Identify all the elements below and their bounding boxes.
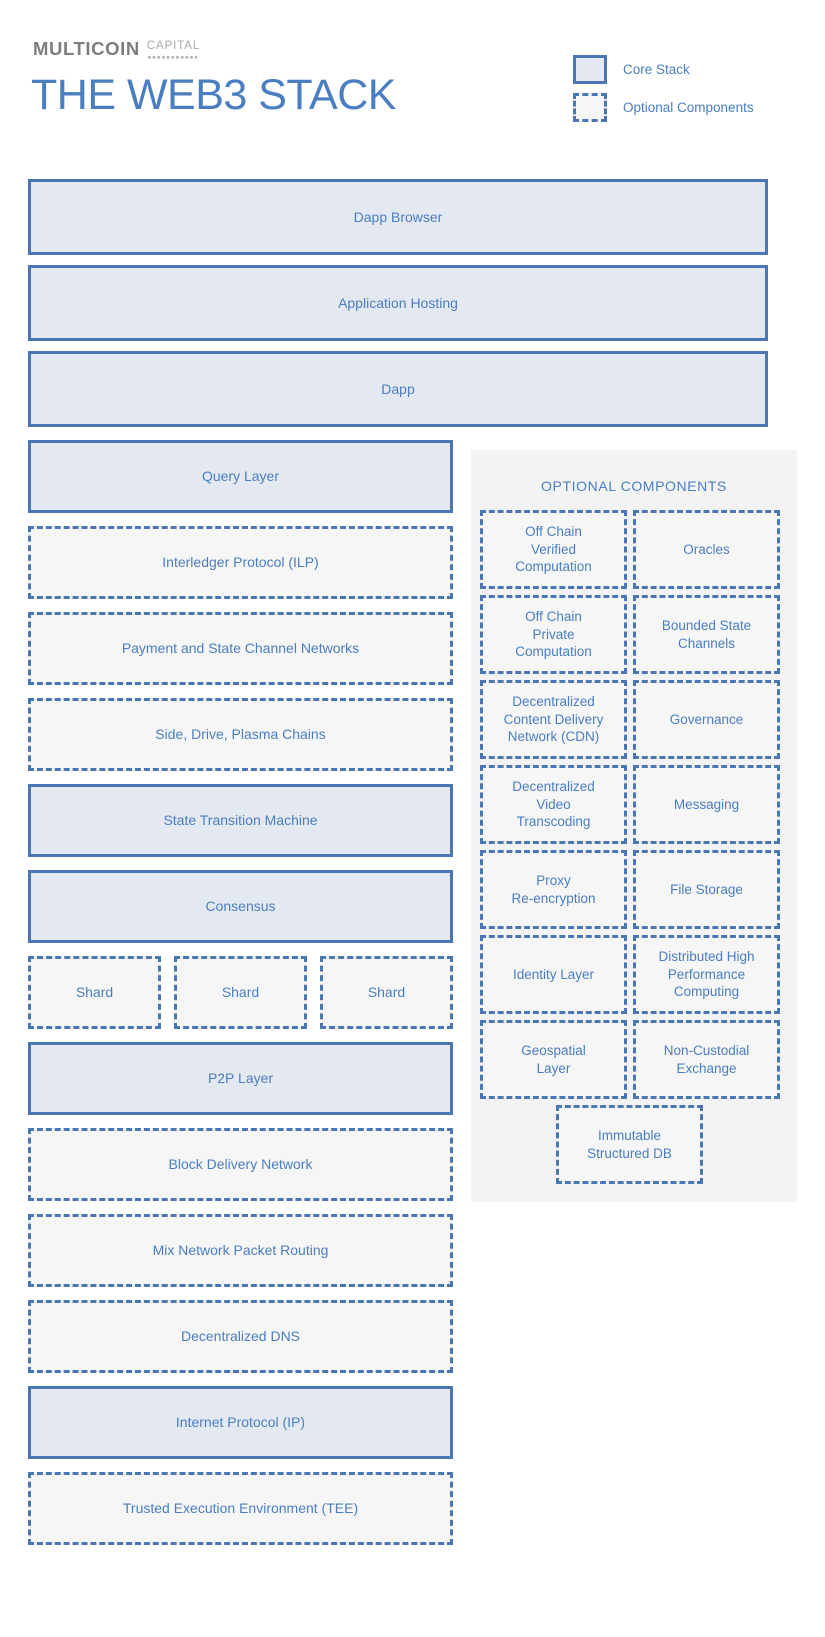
box-label: Shard [221,984,260,1001]
brand-name-main: MULTICOIN [33,38,140,59]
stack-box-block-delivery-network[interactable]: Block Delivery Network [28,1128,453,1201]
box-label: Mix Network Packet Routing [152,1242,329,1259]
stack-box-dapp-browser[interactable]: Dapp Browser [28,179,768,255]
stack-box-side-drive-plasma-chains[interactable]: Side, Drive, Plasma Chains [28,698,453,771]
box-label: Messaging [673,796,740,812]
box-label: Immutable Structured DB [587,1127,672,1161]
box-label: Decentralized Video Transcoding [512,778,595,830]
box-label: Consensus [205,898,276,915]
legend-label: Optional Components [623,99,754,115]
box-label: Payment and State Channel Networks [121,640,360,657]
box-label: Application Hosting [338,294,458,311]
stack-box-p2p-layer[interactable]: P2P Layer [28,1042,453,1115]
brand-name-sub: CAPITAL [146,40,201,52]
optional-box-messaging[interactable]: Messaging [633,765,780,844]
optional-box-bounded-state-channels[interactable]: Bounded State Channels [633,595,780,674]
box-label: State Transition Machine [163,812,318,829]
legend-swatch-core [573,54,607,84]
optional-box-distributed-high-performance-computing[interactable]: Distributed High Performance Computing [633,935,780,1014]
box-label: Side, Drive, Plasma Chains [155,726,326,743]
optional-box-identity-layer[interactable]: Identity Layer [480,935,627,1014]
optional-box-oracles[interactable]: Oracles [633,510,780,589]
stack-box-payment-and-state-channel-networks[interactable]: Payment and State Channel Networks [28,612,453,685]
stack-box-shard-3[interactable]: Shard [320,956,453,1029]
box-label: Decentralized Content Delivery Network (… [503,693,604,745]
box-label: Bounded State Channels [661,617,752,651]
optional-box-non-custodial-exchange[interactable]: Non-Custodial Exchange [633,1020,780,1099]
box-label: Geospatial Layer [521,1042,586,1076]
optional-box-decentralized-content-delivery-network-cdn[interactable]: Decentralized Content Delivery Network (… [480,680,627,759]
legend-item-optional-components: Optional Components [573,88,823,126]
optional-box-file-storage[interactable]: File Storage [633,850,780,929]
box-label: Internet Protocol (IP) [175,1414,306,1431]
brand-name-sub-wrap: CAPITAL [146,40,201,59]
stack-box-shard-2[interactable]: Shard [174,956,307,1029]
box-label: Dapp [381,380,415,397]
box-label: Non-Custodial Exchange [663,1042,750,1076]
box-label: Distributed High Performance Computing [658,948,755,1000]
stack-box-shard-1[interactable]: Shard [28,956,161,1029]
optional-box-off-chain-verified-computation[interactable]: Off Chain Verified Computation [480,510,627,589]
box-label: Block Delivery Network [168,1156,313,1173]
box-label: Oracles [683,541,730,557]
box-label: Identity Layer [512,966,595,982]
box-label: Trusted Execution Environment (TEE) [122,1500,359,1517]
optional-box-proxy-re-encryption[interactable]: Proxy Re-encryption [480,850,627,929]
stack-box-dapp[interactable]: Dapp [28,351,768,427]
box-label: Shard [367,984,406,1001]
stack-box-state-transition-machine[interactable]: State Transition Machine [28,784,453,857]
optional-box-immutable-structured-db[interactable]: Immutable Structured DB [556,1105,703,1184]
stack-box-trusted-execution-environment-tee[interactable]: Trusted Execution Environment (TEE) [28,1472,453,1545]
box-label: Interledger Protocol (ILP) [162,554,319,571]
stack-box-decentralized-dns[interactable]: Decentralized DNS [28,1300,453,1373]
box-label: Proxy Re-encryption [511,872,596,906]
stack-box-interledger-protocol-ilp[interactable]: Interledger Protocol (ILP) [28,526,453,599]
box-label: Query Layer [201,468,280,485]
box-label: File Storage [670,881,743,897]
optional-panel-title: OPTIONAL COMPONENTS [541,478,727,494]
legend-item-core-stack: Core Stack [573,50,823,88]
legend-swatch-optional [573,92,607,122]
shard-row: Shard Shard Shard [28,956,453,1029]
box-label: Dapp Browser [353,208,443,225]
box-label: Off Chain Verified Computation [515,523,592,575]
legend-label: Core Stack [623,61,690,77]
stack-box-consensus[interactable]: Consensus [28,870,453,943]
optional-box-governance[interactable]: Governance [633,680,780,759]
optional-components-panel: OPTIONAL COMPONENTS Off Chain Verified C… [471,450,797,1202]
stack-box-application-hosting[interactable]: Application Hosting [28,265,768,341]
box-label: Decentralized DNS [180,1328,301,1345]
box-label: Off Chain Private Computation [515,608,592,660]
box-label: P2P Layer [207,1070,274,1087]
optional-box-geospatial-layer[interactable]: Geospatial Layer [480,1020,627,1099]
page-title: THE WEB3 STACK [31,71,396,119]
header: MULTICOIN CAPITAL THE WEB3 STACK Core St… [0,0,825,175]
stack-box-mix-network-packet-routing[interactable]: Mix Network Packet Routing [28,1214,453,1287]
optional-box-off-chain-private-computation[interactable]: Off Chain Private Computation [480,595,627,674]
brand-dots-decoration [146,55,197,59]
box-label: Shard [75,984,114,1001]
optional-box-decentralized-video-transcoding[interactable]: Decentralized Video Transcoding [480,765,627,844]
stack-box-internet-protocol-ip[interactable]: Internet Protocol (IP) [28,1386,453,1459]
brand-logo: MULTICOIN CAPITAL [33,38,201,59]
stack-box-query-layer[interactable]: Query Layer [28,440,453,513]
box-label: Governance [669,711,744,727]
